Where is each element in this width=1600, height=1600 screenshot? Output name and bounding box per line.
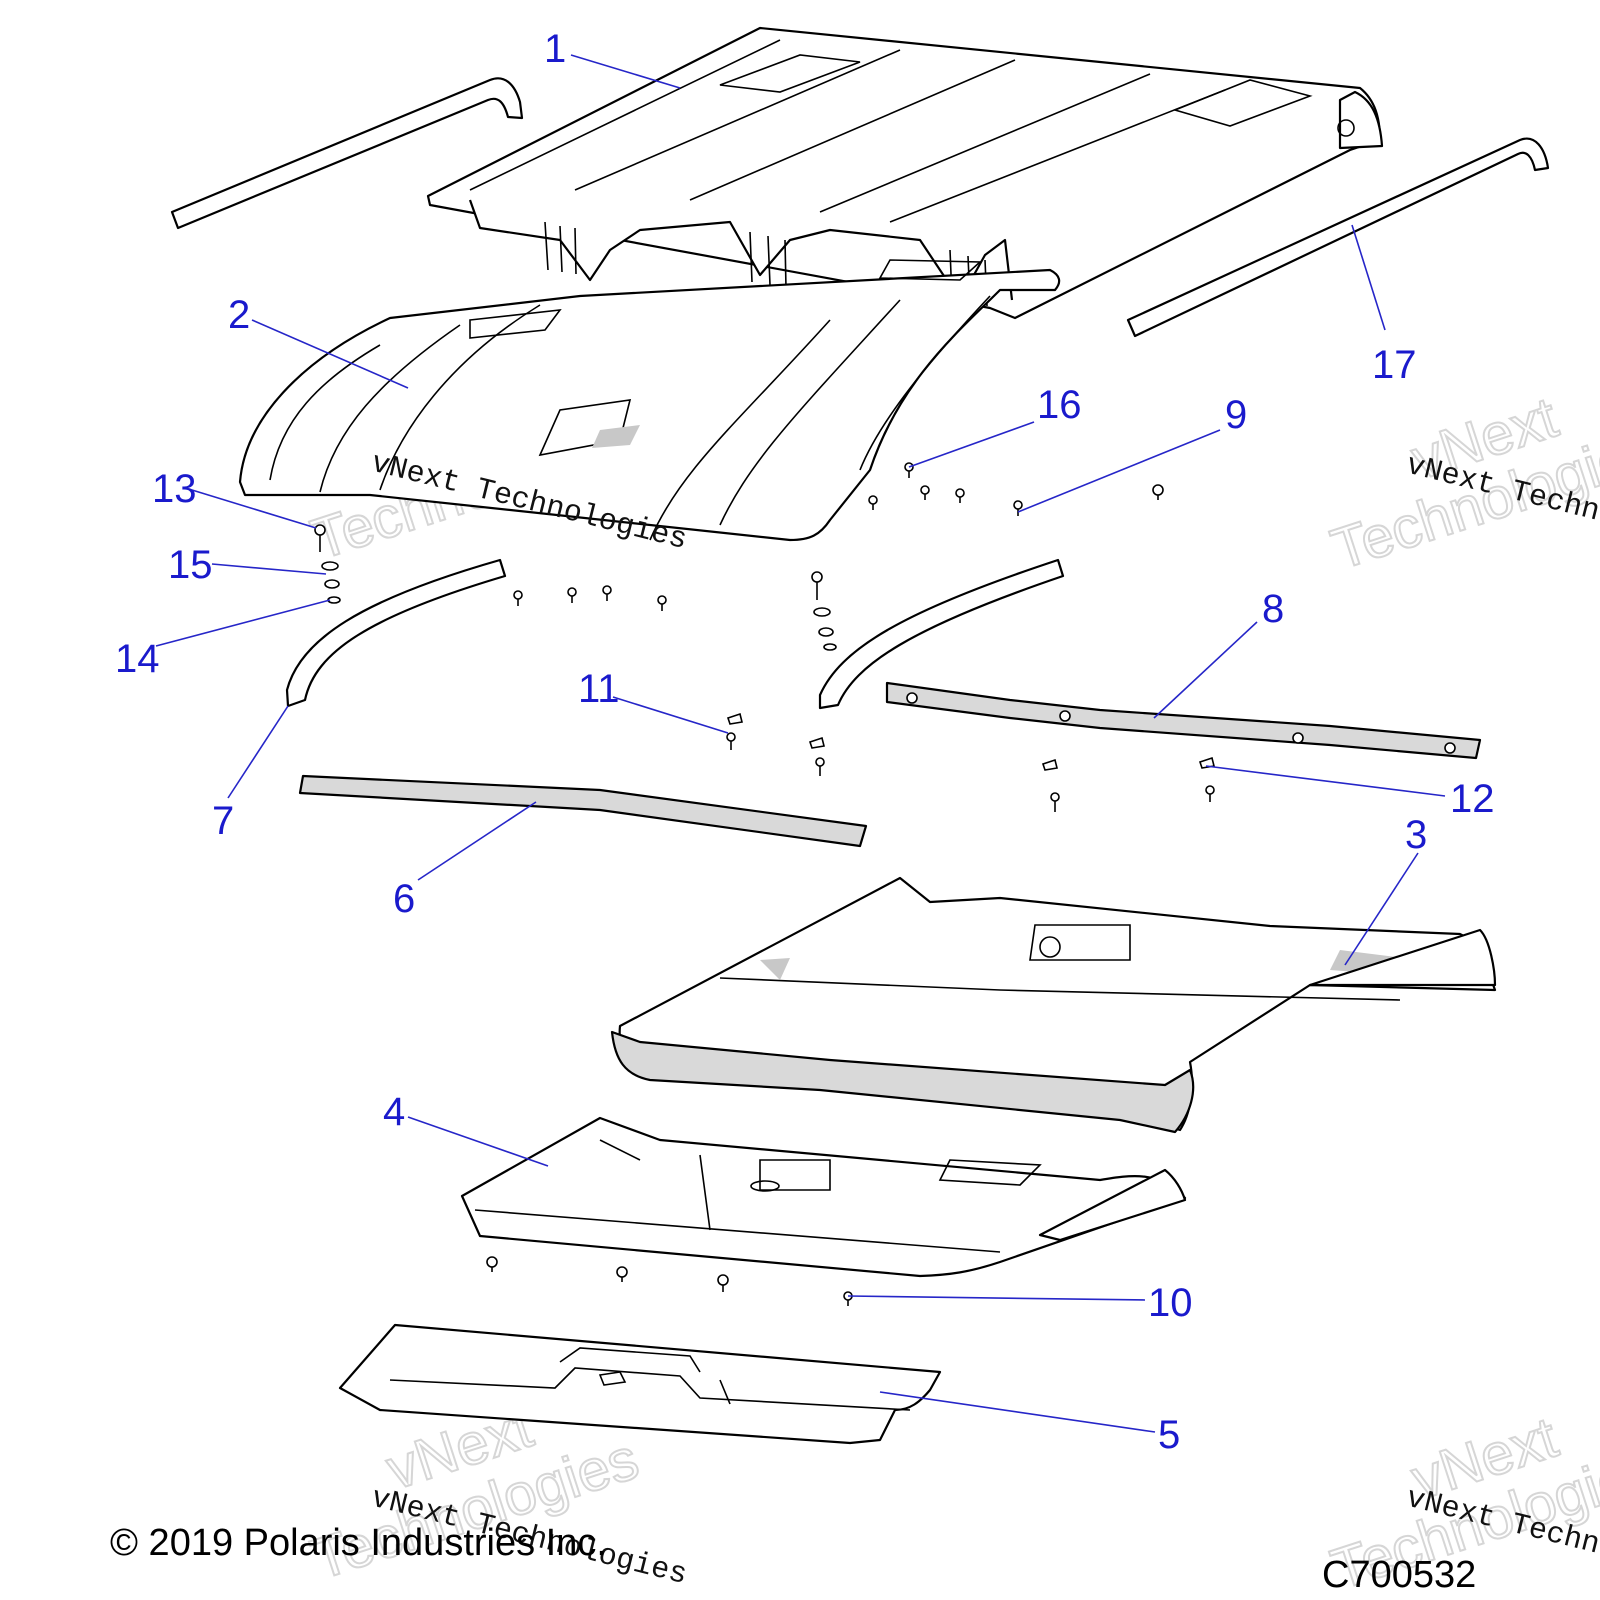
callout-10: 10 <box>1148 1281 1193 1325</box>
part-17-right-rail <box>1126 137 1550 338</box>
callout-9: 9 <box>1225 393 1247 437</box>
part-1-roof <box>426 26 1384 320</box>
part-8-bar <box>885 681 1482 760</box>
part-17-left-rail <box>170 77 524 230</box>
part-7-right-trim <box>818 558 1065 710</box>
callout-14: 14 <box>115 637 160 681</box>
callout-6: 6 <box>393 877 415 921</box>
callout-7: 7 <box>212 799 234 843</box>
callout-12: 12 <box>1450 777 1495 821</box>
callout-5: 5 <box>1158 1413 1180 1457</box>
part-7-left-trim <box>285 558 507 708</box>
hardware-screws <box>314 462 1215 1306</box>
part-3-headliner <box>610 876 1497 1134</box>
part-2-roof-cap <box>238 259 1061 542</box>
callout-15: 15 <box>168 543 213 587</box>
callout-1: 1 <box>544 27 566 71</box>
copyright-text: © 2019 Polaris Industries Inc. <box>110 1522 607 1564</box>
callout-2: 2 <box>228 293 250 337</box>
part-6-bar <box>298 774 868 848</box>
callout-11: 11 <box>578 667 620 711</box>
callout-labels: 1 2 3 4 5 6 7 8 9 10 11 12 13 14 15 16 1… <box>115 27 1495 1457</box>
callout-17: 17 <box>1372 343 1417 387</box>
callout-4: 4 <box>383 1090 405 1134</box>
callout-16: 16 <box>1037 383 1082 427</box>
part-5-panel <box>338 1323 942 1445</box>
drawing-code: C700532 <box>1322 1554 1476 1596</box>
callout-3: 3 <box>1405 813 1427 857</box>
leader-lines <box>155 54 1446 1433</box>
part-4-headliner <box>460 1116 1187 1278</box>
callout-8: 8 <box>1262 587 1284 631</box>
callout-13: 13 <box>152 467 197 511</box>
